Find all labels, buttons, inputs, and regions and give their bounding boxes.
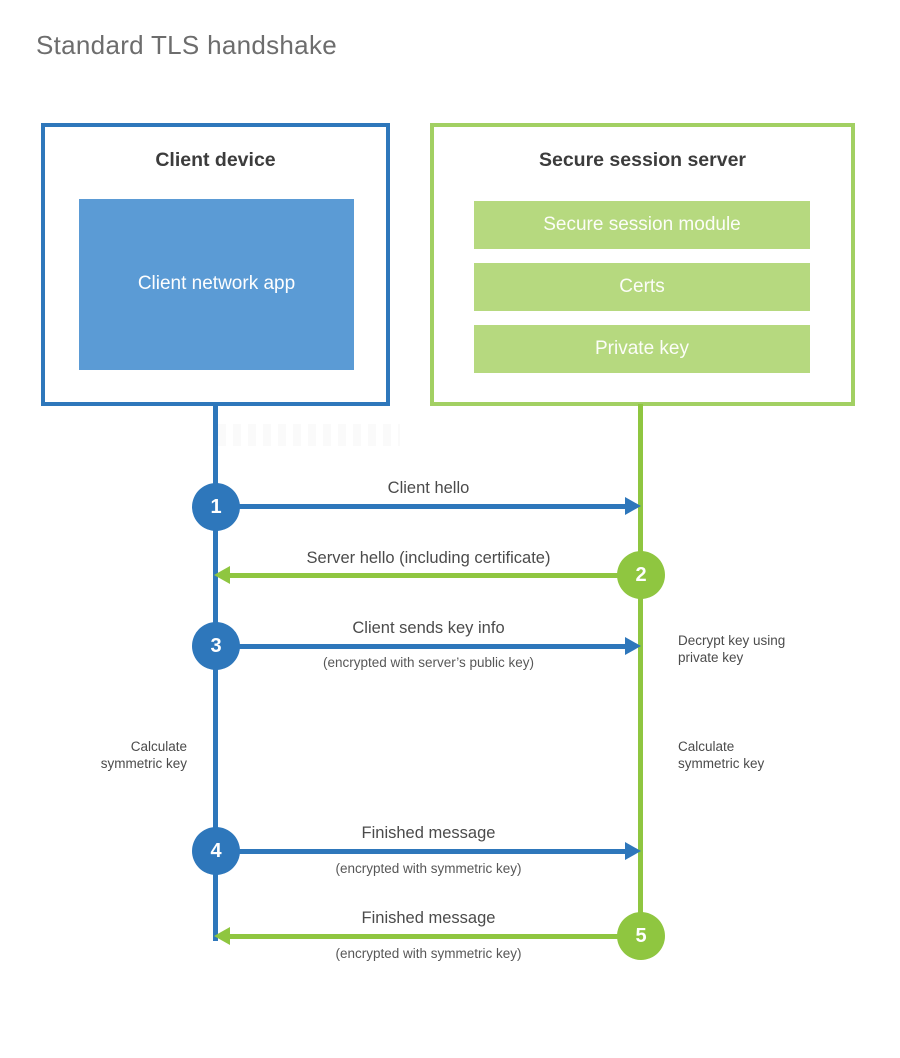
decrypt-key-note: Decrypt key using private key	[678, 633, 786, 666]
step-5-sublabel: (encrypted with symmetric key)	[335, 946, 522, 961]
step-4-arrowhead-icon	[625, 842, 641, 860]
step-1-circle: 1	[192, 483, 240, 531]
certs-bar: Certs	[474, 263, 810, 311]
client-lifeline	[213, 404, 218, 941]
step-5-arrow-line	[230, 934, 641, 939]
step-5-arrowhead-icon	[214, 927, 230, 945]
step-5-circle: 5	[617, 912, 665, 960]
step-3-sublabel: (encrypted with server’s public key)	[322, 655, 535, 670]
step-5-message-label: Finished message	[361, 909, 496, 927]
secure-session-server-box: Secure session server Secure session mod…	[430, 123, 855, 406]
step-2-message-label: Server hello (including certificate)	[306, 549, 551, 567]
step-1-arrowhead-icon	[625, 497, 641, 515]
step-1-message-label: Client hello	[387, 479, 470, 497]
step-4-message-label: Finished message	[361, 824, 496, 842]
step-3-circle: 3	[192, 622, 240, 670]
secure-session-module-bar: Secure session module	[474, 201, 810, 249]
client-device-title: Client device	[155, 149, 276, 171]
client-calculate-symmetric-key-note: Calculate symmetric key	[100, 739, 187, 772]
step-4-sublabel: (encrypted with symmetric key)	[335, 861, 522, 876]
step-2-arrow-line	[230, 573, 641, 578]
step-2-arrowhead-icon	[214, 566, 230, 584]
faint-ghost-artifact	[218, 424, 400, 446]
server-calculate-symmetric-key-note: Calculate symmetric key	[678, 739, 765, 772]
client-device-box: Client device Client network app	[41, 123, 390, 406]
client-network-app-label: Client network app	[137, 273, 296, 295]
private-key-bar: Private key	[474, 325, 810, 373]
step-4-arrow-line	[216, 849, 626, 854]
step-2-circle: 2	[617, 551, 665, 599]
client-network-app-rect: Client network app	[79, 199, 354, 370]
server-lifeline	[638, 404, 643, 938]
diagram-title: Standard TLS handshake	[36, 30, 338, 60]
step-3-arrow-line	[216, 644, 626, 649]
step-3-message-label: Client sends key info	[352, 619, 505, 637]
step-1-arrow-line	[216, 504, 626, 509]
step-4-circle: 4	[192, 827, 240, 875]
secure-session-server-title: Secure session server	[538, 149, 747, 171]
step-3-arrowhead-icon	[625, 637, 641, 655]
